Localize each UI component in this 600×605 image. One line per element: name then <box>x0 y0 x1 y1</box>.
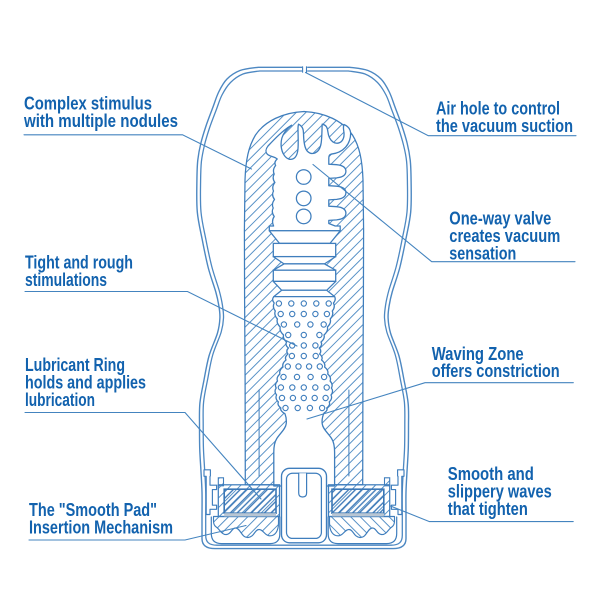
svg-text:sensation: sensation <box>449 243 516 263</box>
svg-text:that tighten: that tighten <box>448 499 528 519</box>
svg-text:holds and applies: holds and applies <box>25 373 146 393</box>
svg-text:Tight and rough: Tight and rough <box>25 253 133 273</box>
svg-text:the vacuum suction: the vacuum suction <box>436 116 573 136</box>
svg-text:Complex stimulus: Complex stimulus <box>24 94 152 114</box>
svg-text:Waving Zone: Waving Zone <box>432 344 524 364</box>
svg-text:Smooth and: Smooth and <box>448 464 534 484</box>
svg-text:The "Smooth Pad": The "Smooth Pad" <box>29 500 157 520</box>
svg-text:with multiple nodules: with multiple nodules <box>23 111 178 131</box>
svg-text:slippery waves: slippery waves <box>448 482 552 502</box>
svg-text:creates vacuum: creates vacuum <box>449 226 560 246</box>
svg-text:offers constriction: offers constriction <box>432 361 560 381</box>
svg-text:Air hole to control: Air hole to control <box>436 99 560 119</box>
svg-text:Lubricant Ring: Lubricant Ring <box>25 355 125 375</box>
svg-text:stimulations: stimulations <box>25 270 107 290</box>
svg-text:Insertion Mechanism: Insertion Mechanism <box>29 518 173 538</box>
svg-text:One-way valve: One-way valve <box>449 208 551 228</box>
svg-text:lubrication: lubrication <box>25 390 95 410</box>
